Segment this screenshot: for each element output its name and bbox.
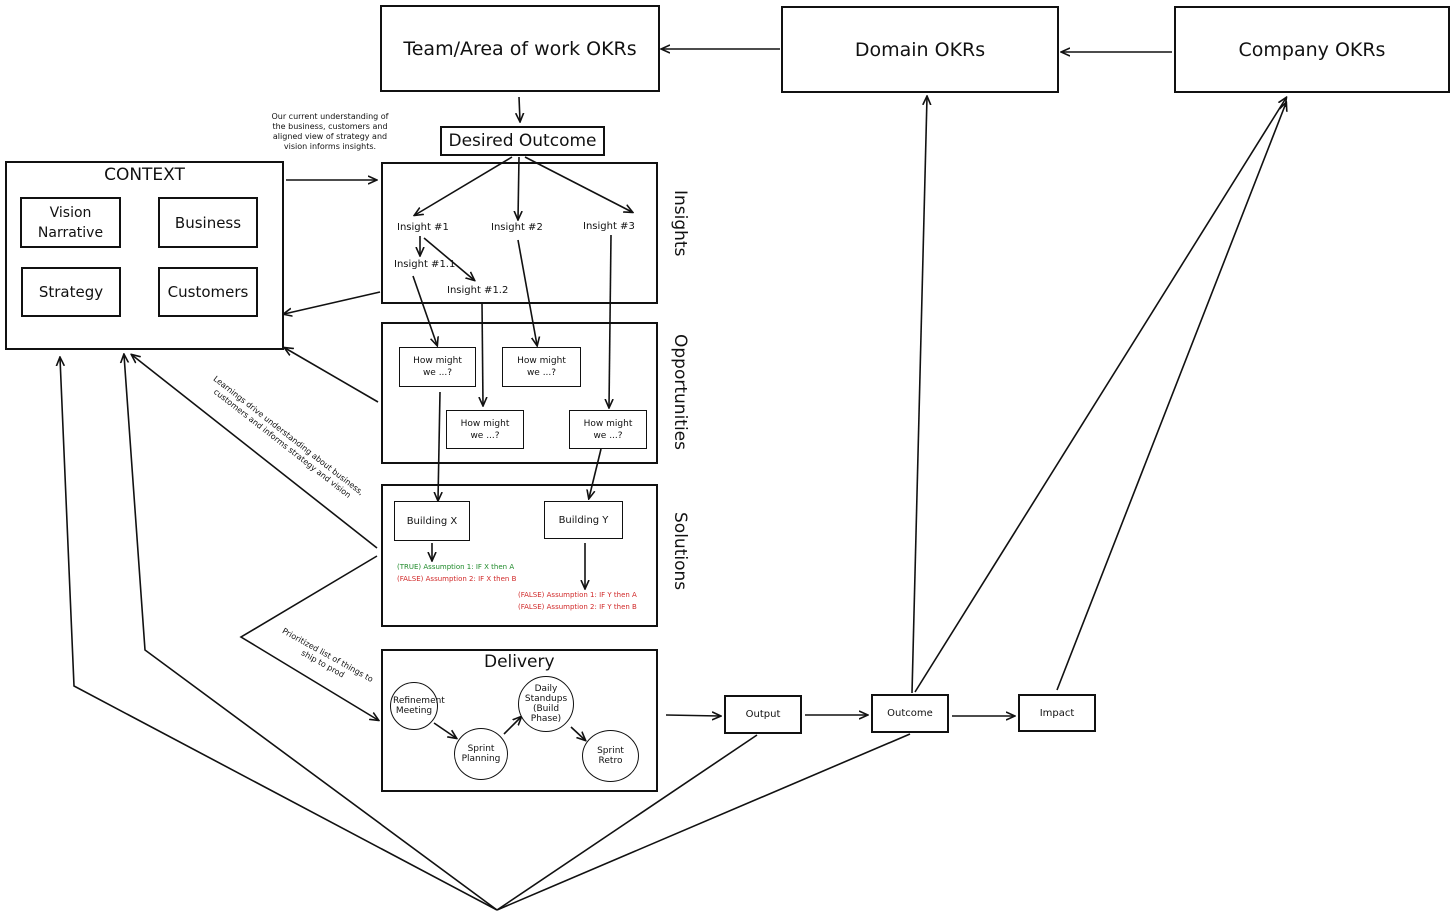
arrow-team-to-outcome bbox=[519, 96, 520, 121]
arrow-hmw4-buildingy bbox=[589, 448, 602, 498]
arrow-solutions-to-delivery bbox=[239, 555, 378, 720]
context-box: CONTEXT bbox=[5, 161, 284, 350]
domain-okrs-label: Domain OKRs bbox=[854, 38, 986, 61]
delivery-step-refinement: Refinement Meeting bbox=[390, 682, 445, 730]
insights-section-label: Insights bbox=[670, 190, 690, 257]
arrow-bottom-to-context-mid bbox=[124, 355, 498, 911]
hmw-box-3: How might we ...? bbox=[446, 410, 524, 449]
assumption-x-2: (FALSE) Assumption 2: IF X then B bbox=[397, 575, 517, 583]
insight-1-1: Insight #1.1 bbox=[394, 259, 456, 270]
arrow-insight3-hmw4 bbox=[609, 234, 611, 407]
context-item-vision: Vision Narrative bbox=[20, 197, 121, 248]
arrow-insight1-insight12 bbox=[423, 237, 474, 280]
context-item-customers: Customers bbox=[158, 267, 258, 317]
context-title: CONTEXT bbox=[104, 165, 185, 185]
delivery-section bbox=[381, 649, 658, 792]
arrow-insights-to-context bbox=[284, 291, 381, 314]
desired-outcome-box: Desired Outcome bbox=[440, 126, 605, 156]
line-outcome-bottom bbox=[496, 733, 911, 911]
arrow-delivery-output bbox=[665, 715, 720, 716]
insights-section bbox=[381, 162, 658, 304]
company-okrs-label: Company OKRs bbox=[1238, 38, 1386, 61]
delivery-step-retro: Sprint Retro bbox=[582, 730, 639, 782]
impact-box: Impact bbox=[1018, 694, 1096, 732]
insight-2: Insight #2 bbox=[491, 222, 543, 233]
arrow-sprint-standups bbox=[503, 717, 521, 735]
arrow-outcome-insight1 bbox=[415, 156, 513, 215]
context-item-strategy: Strategy bbox=[21, 267, 121, 317]
arrow-standups-retro bbox=[570, 726, 585, 740]
hmw-box-1: How might we ...? bbox=[399, 347, 476, 387]
arrow-refinement-sprint bbox=[433, 722, 456, 738]
arrow-hmw1-buildingx bbox=[438, 391, 440, 500]
hmw-box-4: How might we ...? bbox=[569, 410, 647, 449]
arrow-outcome-domain bbox=[911, 97, 927, 694]
arrow-insight11-hmw1 bbox=[412, 275, 437, 345]
context-note: Our current understanding of the busines… bbox=[271, 112, 389, 151]
insight-1: Insight #1 bbox=[397, 222, 449, 233]
outcome-box: Outcome bbox=[871, 694, 949, 733]
team-okrs-box: Team/Area of work OKRs bbox=[380, 5, 660, 92]
opportunities-section-label: Opportunities bbox=[670, 334, 690, 450]
team-okrs-label: Team/Area of work OKRs bbox=[403, 37, 637, 60]
company-okrs-box: Company OKRs bbox=[1174, 6, 1450, 93]
assumption-y-1: (FALSE) Assumption 1: IF Y then A bbox=[518, 591, 637, 599]
assumption-y-2: (FALSE) Assumption 2: IF Y then B bbox=[518, 603, 637, 611]
arrow-outcome-company bbox=[914, 98, 1286, 693]
delivery-title: Delivery bbox=[484, 652, 555, 672]
opportunities-section bbox=[381, 322, 658, 464]
line-output-bottom bbox=[496, 734, 758, 911]
arrow-insight12-hmw3 bbox=[482, 301, 483, 405]
arrow-opps-to-context bbox=[285, 348, 379, 403]
arrow-solutions-to-context bbox=[132, 355, 378, 549]
building-y-box: Building Y bbox=[544, 501, 623, 539]
building-x-box: Building X bbox=[394, 501, 470, 541]
solutions-section bbox=[381, 484, 658, 627]
delivery-step-sprint-planning: Sprint Planning bbox=[454, 728, 508, 780]
context-item-business: Business bbox=[158, 197, 258, 248]
arrow-outcome-insight3 bbox=[524, 156, 632, 212]
arrow-bottom-to-context-left bbox=[60, 358, 498, 911]
solutions-section-label: Solutions bbox=[670, 512, 690, 591]
arrow-insight2-hmw2 bbox=[517, 239, 537, 345]
delivery-step-standups: Daily Standups (Build Phase) bbox=[518, 676, 574, 732]
hmw-box-2: How might we ...? bbox=[502, 347, 581, 387]
domain-okrs-box: Domain OKRs bbox=[781, 6, 1059, 93]
arrow-impact-company bbox=[1056, 103, 1286, 691]
arrow-outcome-insight2 bbox=[518, 156, 519, 219]
insight-3: Insight #3 bbox=[583, 221, 635, 232]
insight-1-2: Insight #1.2 bbox=[447, 285, 509, 296]
desired-outcome-label: Desired Outcome bbox=[448, 131, 597, 151]
output-box: Output bbox=[724, 695, 802, 734]
assumption-x-1: (TRUE) Assumption 1: IF X then A bbox=[397, 563, 515, 571]
